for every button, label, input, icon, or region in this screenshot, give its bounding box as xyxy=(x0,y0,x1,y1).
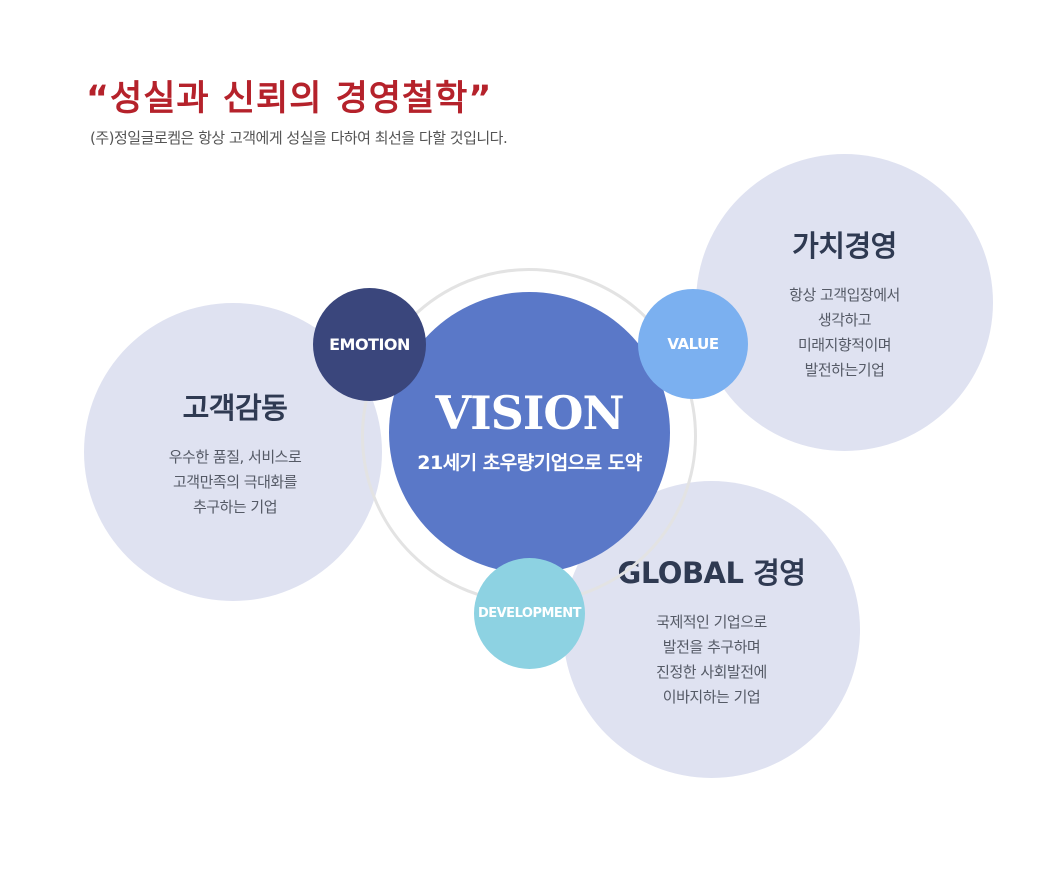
desc-line: 이바지하는 기업 xyxy=(662,687,761,706)
desc-line: 진정한 사회발전에 xyxy=(656,662,767,681)
desc-line: 추구하는 기업 xyxy=(192,497,278,516)
vision-subtitle: 21세기 초우량기업으로 도약 xyxy=(417,452,642,474)
desc-line: 생각하고 xyxy=(817,310,872,329)
vision-circle: VISION 21세기 초우량기업으로 도약 xyxy=(389,292,670,573)
global-management-title: GLOBAL 경영 xyxy=(617,555,806,590)
development-badge: DEVELOPMENT xyxy=(474,558,585,669)
customer-satisfaction-desc: 우수한 품질, 서비스로 고객만족의 극대화를 추구하는 기업 xyxy=(169,445,302,520)
desc-line: 우수한 품질, 서비스로 xyxy=(168,447,302,466)
vision-title: VISION xyxy=(435,386,624,440)
page-title: “성실과 신뢰의 경영철학” xyxy=(86,79,493,119)
desc-line: 국제적인 기업으로 xyxy=(656,612,767,631)
emotion-badge: EMOTION xyxy=(313,288,426,401)
desc-line: 발전을 추구하며 xyxy=(662,637,761,656)
desc-line: 고객만족의 극대화를 xyxy=(173,472,297,491)
value-badge: VALUE xyxy=(638,289,748,399)
desc-line: 발전하는기업 xyxy=(804,360,885,379)
value-management-circle: 가치경영 항상 고객입장에서 생각하고 미래지향적이며 발전하는기업 xyxy=(696,154,993,451)
value-management-desc: 항상 고객입장에서 생각하고 미래지향적이며 발전하는기업 xyxy=(789,283,900,383)
page-subtitle: (주)정일글로켐은 항상 고객에게 성실을 다하여 최선을 다할 것입니다. xyxy=(90,129,508,147)
global-management-desc: 국제적인 기업으로 발전을 추구하며 진정한 사회발전에 이바지하는 기업 xyxy=(656,610,767,710)
customer-satisfaction-title: 고객감동 xyxy=(182,390,288,425)
desc-line: 미래지향적이며 xyxy=(797,335,892,354)
value-management-title: 가치경영 xyxy=(792,228,897,263)
desc-line: 항상 고객입장에서 xyxy=(789,285,900,304)
